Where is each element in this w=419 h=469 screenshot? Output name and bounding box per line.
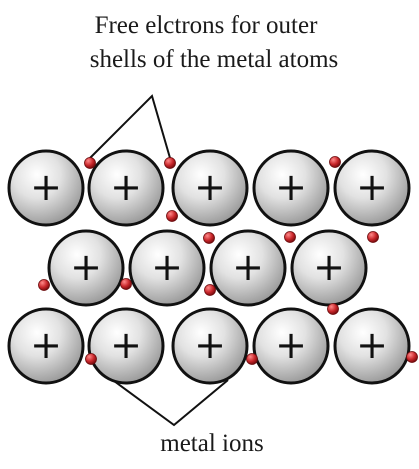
metal-ion: + — [9, 151, 83, 225]
metal-ion: + — [292, 231, 366, 305]
metal-ion: + — [173, 151, 247, 225]
metal-ion: + — [89, 151, 163, 225]
ion-leader-line — [110, 378, 228, 425]
metal-ion: + — [9, 309, 83, 383]
free-electron — [165, 158, 176, 169]
metal-ion: + — [335, 309, 409, 383]
plus-sign: + — [194, 323, 226, 367]
metal-ion: + — [130, 231, 204, 305]
metal-ion: + — [49, 231, 123, 305]
free-electron — [204, 233, 215, 244]
plus-sign: + — [30, 323, 62, 367]
free-electron — [407, 352, 418, 363]
plus-sign: + — [356, 165, 388, 209]
plus-sign: + — [151, 245, 183, 289]
metal-ions-label: metal ions — [26, 428, 398, 459]
plus-sign: + — [110, 323, 142, 367]
free-electron — [368, 232, 379, 243]
free-electron — [121, 279, 132, 290]
free-electron — [330, 157, 341, 168]
metal-ion: + — [211, 231, 285, 305]
plus-sign: + — [70, 245, 102, 289]
plus-sign: + — [110, 165, 142, 209]
free-electron — [85, 158, 96, 169]
free-electron — [285, 232, 296, 243]
plus-sign: + — [30, 165, 62, 209]
plus-sign: + — [194, 165, 226, 209]
metal-ion: + — [254, 151, 328, 225]
plus-sign: + — [275, 165, 307, 209]
metal-ion: + — [335, 151, 409, 225]
plus-sign: + — [356, 323, 388, 367]
free-electron — [205, 285, 216, 296]
metal-ion: + — [254, 309, 328, 383]
plus-sign: + — [313, 245, 345, 289]
electron-leader-line — [90, 96, 170, 158]
metal-ion: + — [173, 309, 247, 383]
free-electron — [86, 354, 97, 365]
free-electron — [39, 280, 50, 291]
free-electron — [167, 211, 178, 222]
plus-sign: + — [275, 323, 307, 367]
free-electron — [247, 354, 258, 365]
free-electron — [328, 304, 339, 315]
plus-sign: + — [232, 245, 264, 289]
metal-ion: + — [89, 309, 163, 383]
